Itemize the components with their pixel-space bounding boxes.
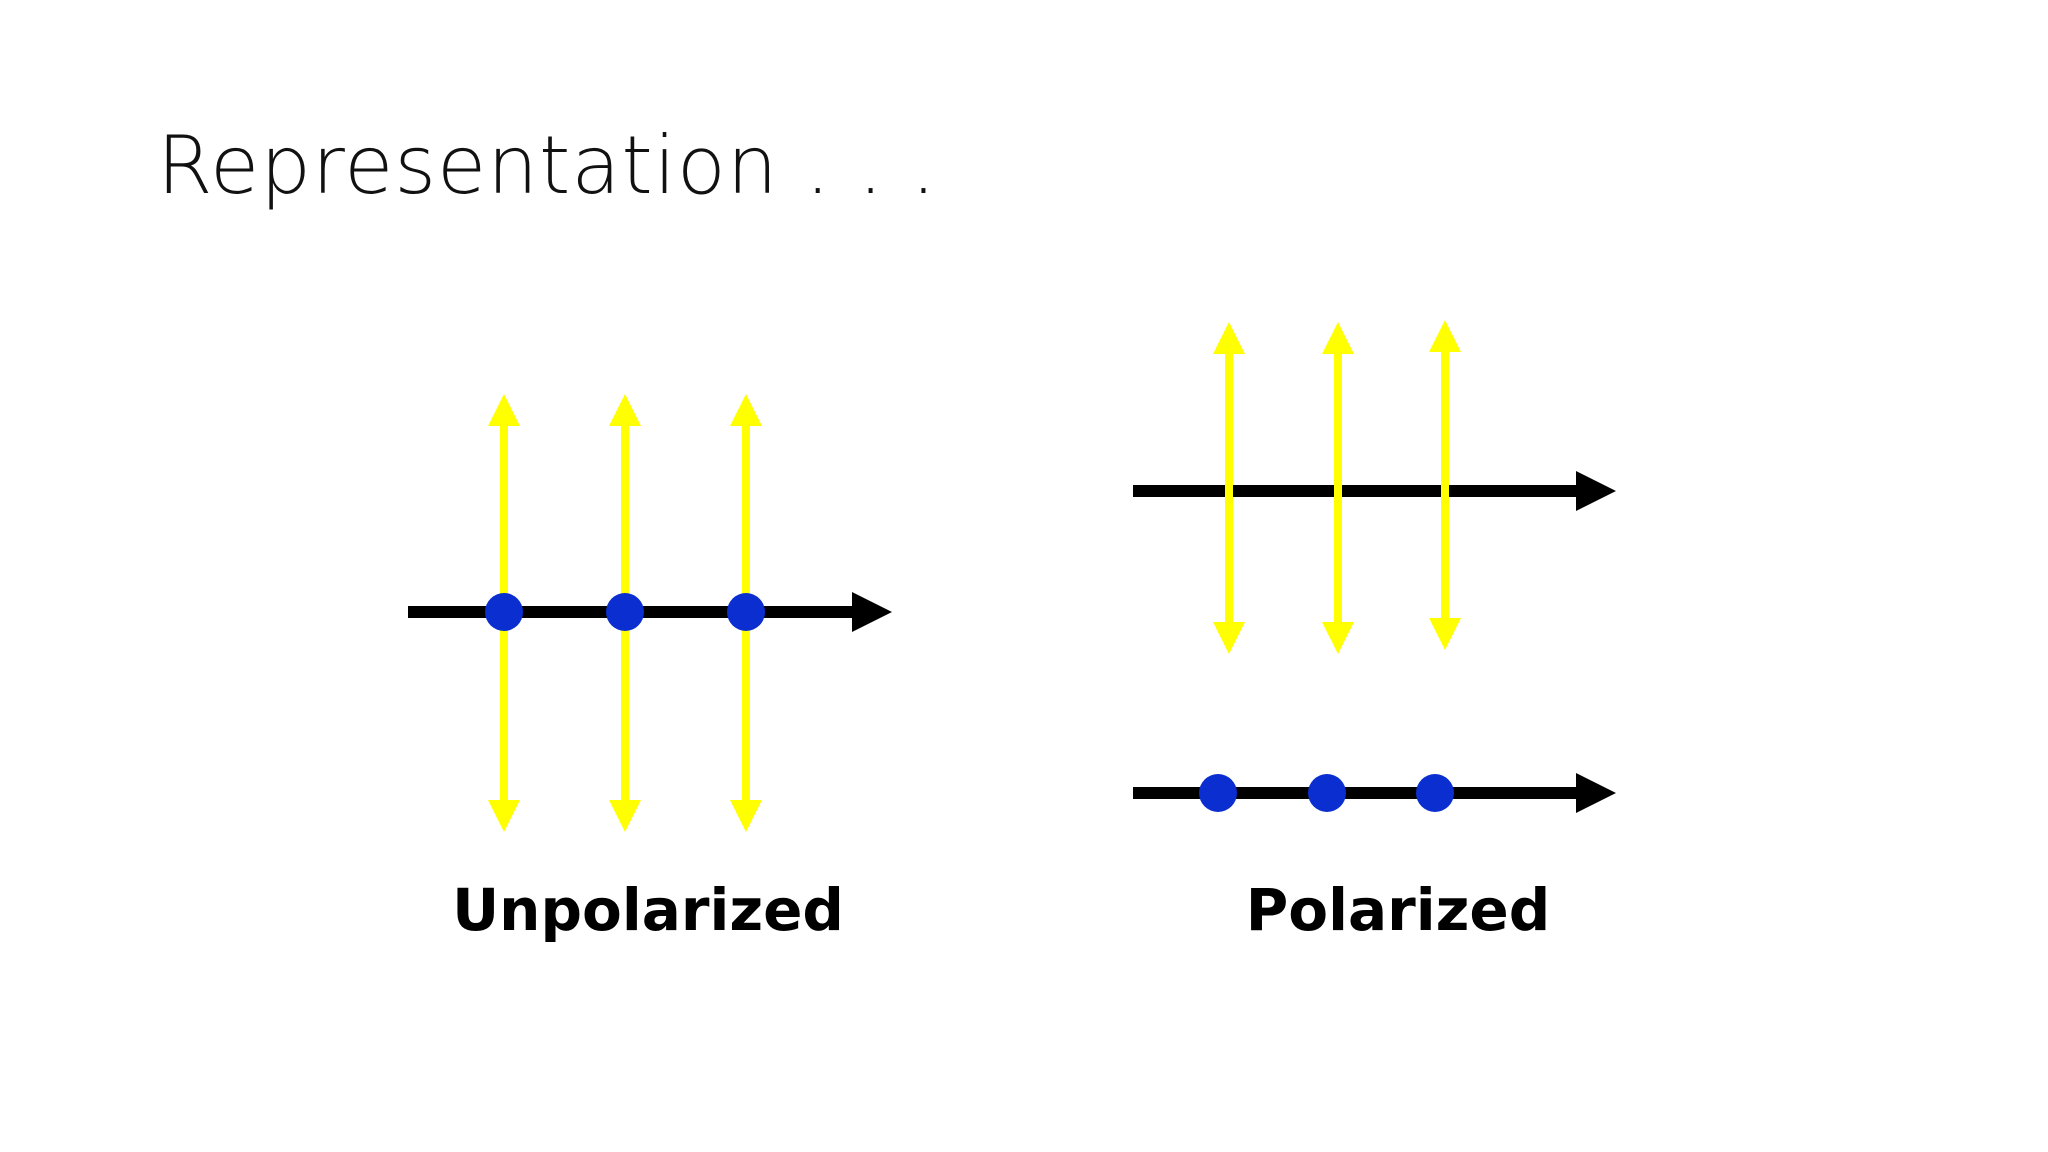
unpolarized-perpendicular-dot-2 bbox=[606, 593, 644, 631]
polarized-perpendicular-dot-1 bbox=[1199, 774, 1237, 812]
polarized-propagation-arrowhead-top bbox=[1576, 471, 1616, 511]
polarized-dot-diagram bbox=[1133, 773, 1616, 813]
unpolarized-perpendicular-dot-3 bbox=[727, 593, 765, 631]
polarized-perpendicular-dot-2 bbox=[1308, 774, 1346, 812]
unpolarized-perpendicular-dot-1 bbox=[485, 593, 523, 631]
polarized-propagation-arrowhead-bottom bbox=[1576, 773, 1616, 813]
unpolarized-diagram bbox=[408, 394, 892, 832]
unpolarized-propagation-arrowhead bbox=[852, 592, 892, 632]
unpolarized-label: Unpolarized bbox=[452, 876, 844, 944]
polarized-perpendicular-dot-3 bbox=[1416, 774, 1454, 812]
polarized-label: Polarized bbox=[1245, 876, 1551, 944]
polarized-vertical-diagram bbox=[1133, 320, 1616, 654]
slide-title: Representation . . . bbox=[157, 119, 938, 212]
